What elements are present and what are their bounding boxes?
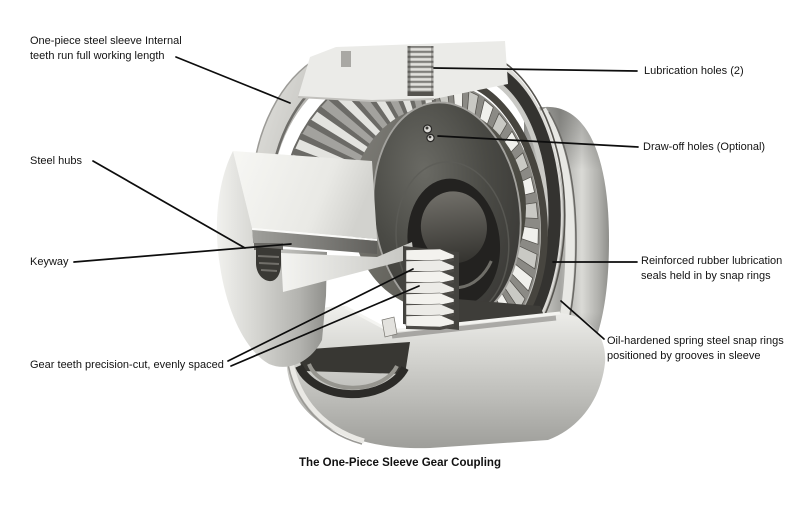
callout-keyway: Keyway	[30, 256, 69, 268]
front-hub	[216, 151, 459, 367]
lower-bore-opening	[295, 342, 410, 399]
lower-bore-ring	[295, 364, 409, 399]
bore-shaft	[420, 191, 487, 264]
hub-top-slope	[233, 151, 377, 239]
figure-caption: The One-Piece Sleeve Gear Coupling	[299, 457, 501, 469]
leader-line-snap-rings	[560, 300, 605, 340]
hub-gear-teeth	[405, 248, 455, 330]
callout-snap-rings: Oil-hardened spring steel snap rings pos…	[607, 335, 784, 362]
thread-hole-edge	[407, 46, 411, 95]
leader-lines	[73, 56, 639, 367]
leader-line-gear-teeth	[230, 285, 420, 367]
callout-lubrication: Lubrication holes (2)	[644, 65, 744, 77]
lubrication-hole-threads	[407, 46, 434, 95]
thread-hole-bottom	[407, 92, 434, 96]
callout-draw-off: Draw-off holes (Optional)	[643, 141, 766, 153]
lower-bore-shadow	[296, 342, 410, 374]
shell-body	[286, 306, 606, 449]
top-section-notch	[341, 51, 351, 67]
hub-ridge-shadow	[252, 230, 377, 254]
keyway-reflections	[257, 255, 280, 272]
leader-line-steel-hubs	[92, 160, 246, 249]
leader-line-sleeve	[175, 56, 291, 104]
leader-line-lubrication	[433, 67, 638, 72]
callout-gear-teeth: Gear teeth precision-cut, evenly spaced	[30, 359, 224, 371]
draw-off-hole-center	[425, 126, 429, 130]
sleeve-tooth	[321, 99, 386, 154]
leader-line-gear-teeth	[227, 268, 414, 362]
draw-off-hole-center	[428, 135, 432, 139]
callout-sleeve: One-piece steel sleeve Internal teeth ru…	[30, 35, 182, 62]
leader-line-keyway	[73, 243, 292, 263]
sleeve-top-section	[297, 41, 508, 103]
hub-ridge-highlight	[251, 228, 378, 241]
top-section-bevel	[297, 96, 435, 103]
thread-hole-edge	[431, 46, 434, 95]
callout-seals: Reinforced rubber lubrication seals held…	[641, 255, 783, 282]
hub-tooth-gap	[406, 324, 454, 330]
sleeve-tooth	[332, 88, 391, 147]
sleeve-tooth	[311, 111, 381, 161]
sleeve-tooth	[302, 125, 376, 168]
shell-inner-shadow	[391, 315, 557, 339]
lower-bore-ring-highlight	[307, 363, 399, 390]
leader-line-draw-off	[437, 135, 639, 148]
shell-tab	[381, 316, 398, 338]
top-section-surface	[298, 41, 508, 101]
hub-cut-plane	[281, 242, 414, 292]
callout-steel-hubs: Steel hubs	[30, 155, 82, 167]
